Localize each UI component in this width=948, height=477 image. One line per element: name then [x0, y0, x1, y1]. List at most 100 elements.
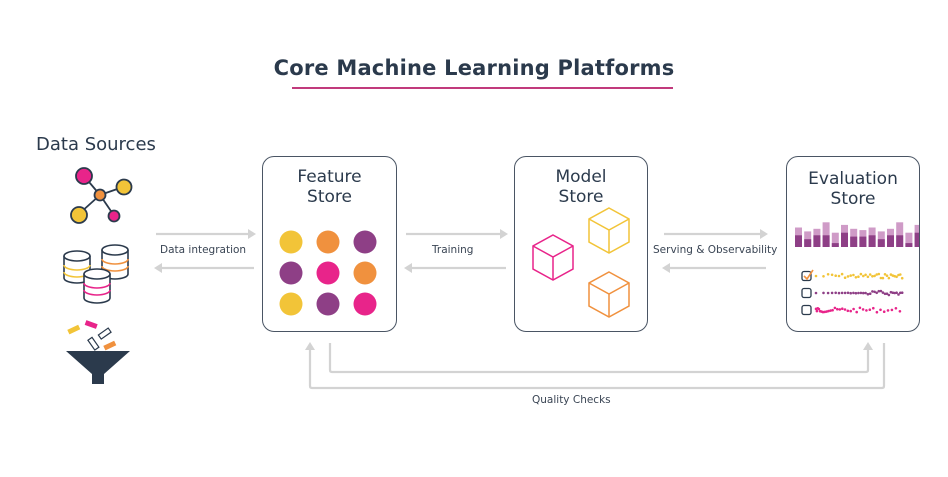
eval-bar-inner — [905, 243, 913, 248]
eval-scatter-dot — [864, 273, 868, 277]
feature-dot — [353, 261, 377, 285]
eval-bar-inner — [915, 233, 920, 248]
eval-scatter-dot — [887, 309, 890, 313]
checkmark-icon — [803, 269, 815, 281]
feature-dot — [353, 292, 377, 316]
eval-scatter-dot — [877, 290, 881, 293]
checkbox[interactable] — [801, 288, 813, 299]
eval-bar-inner — [850, 237, 858, 248]
eval-bar-inner — [823, 235, 831, 248]
feature-store-title-line1: Feature — [297, 167, 362, 187]
network-graph-icon — [70, 167, 133, 224]
model-store-title-line1: Model — [555, 167, 607, 187]
eval-scatter-dot — [849, 310, 853, 313]
quality-arrow-to-evaluation — [328, 342, 873, 374]
eval-scatter-dot — [822, 292, 826, 295]
eval-scatter-dot — [901, 291, 904, 295]
eval-scatter-dot — [879, 308, 883, 312]
eval-scatter-dot — [875, 273, 879, 277]
feature-dot — [279, 230, 303, 254]
eval-scatter-dot — [838, 275, 841, 278]
eval-scatter-dot — [852, 308, 856, 311]
eval-scatter-dot — [884, 273, 887, 277]
eval-scatter-dot — [852, 274, 856, 277]
eval-scatter-dot — [855, 311, 859, 314]
eval-bar-inner — [813, 235, 821, 248]
databases-icon — [63, 244, 129, 304]
eval-scatter-dot — [855, 292, 858, 295]
eval-scatter-dot — [872, 307, 876, 310]
eval-scatter-dot — [841, 307, 845, 311]
eval-scatter-dot — [862, 292, 866, 295]
eval-scatter-dot — [886, 292, 889, 296]
eval-scatter-dot — [847, 275, 850, 279]
eval-scatter-dot — [860, 273, 863, 276]
eval-scatter-dot — [867, 275, 870, 279]
eval-scatter-dot — [815, 275, 818, 278]
eval-bar — [905, 233, 913, 248]
eval-scatter-dot — [877, 273, 881, 276]
evaluation-store-title-line2: Store — [830, 189, 876, 209]
cube-icon — [588, 207, 631, 255]
eval-bar — [896, 222, 904, 248]
eval-scatter-dot — [815, 292, 818, 295]
eval-scatter-dot — [862, 275, 866, 278]
eval-scatter-dot — [899, 273, 903, 277]
eval-scatter-dot — [844, 308, 847, 312]
eval-scatter-dot — [860, 292, 863, 295]
checkbox[interactable] — [801, 305, 813, 316]
edge-label-training: Training — [432, 244, 474, 256]
evaluation-visuals — [795, 222, 920, 316]
evaluation-store-box[interactable]: Evaluation Store — [786, 156, 920, 332]
eval-scatter-dot — [827, 273, 830, 277]
title-underline — [292, 87, 673, 89]
feature-store-box[interactable]: Feature Store — [262, 156, 397, 332]
eval-scatter-dot — [875, 291, 879, 295]
eval-scatter-dot — [859, 306, 862, 310]
feature-dot — [353, 230, 377, 254]
eval-scatter-dot — [867, 293, 870, 296]
model-store-box[interactable]: Model Store — [514, 156, 648, 332]
eval-bar — [832, 233, 840, 248]
checkbox-checked[interactable] — [801, 271, 813, 282]
model-cubes — [532, 207, 631, 319]
eval-scatter-dot — [869, 273, 872, 277]
eval-scatter-dot — [895, 275, 899, 279]
eval-scatter-dot — [846, 309, 850, 313]
eval-bar-inner — [887, 235, 895, 248]
eval-scatter-dot — [869, 292, 872, 296]
eval-scatter-dot — [816, 310, 819, 313]
eval-scatter-dot — [834, 291, 838, 295]
eval-bar-inner — [859, 237, 867, 248]
eval-scatter-dot — [883, 310, 886, 314]
eval-scatter-dot — [901, 277, 904, 280]
eval-scatter-dot — [873, 275, 877, 278]
eval-scatter-dot — [873, 290, 877, 294]
eval-bar-inner — [878, 239, 886, 248]
feature-dots-grid — [279, 230, 377, 316]
eval-scatter-dot — [868, 308, 872, 312]
eval-scatter-dot — [844, 292, 847, 295]
eval-scatter-dot — [886, 274, 889, 278]
eval-bar-inner — [832, 243, 840, 248]
eval-scatter-dot — [880, 277, 883, 280]
edge-label-quality-checks: Quality Checks — [532, 394, 611, 406]
feature-dot — [316, 230, 340, 254]
eval-scatter-dot — [862, 308, 865, 312]
eval-scatter-dot — [871, 290, 875, 294]
eval-bar-inner — [841, 233, 849, 248]
eval-scatter-dot — [852, 292, 856, 295]
eval-scatter-dot — [847, 291, 850, 295]
cube-icon — [532, 234, 575, 282]
eval-scatter-dot — [829, 309, 833, 313]
evaluation-store-title-line1: Evaluation — [808, 169, 898, 189]
quality-arrow-to-feature — [305, 342, 886, 390]
eval-scatter-dot — [841, 273, 844, 276]
eval-scatter-dot — [871, 275, 875, 279]
feature-dot — [279, 261, 303, 285]
model-store-title-line2: Store — [558, 187, 604, 207]
eval-scatter-dot — [857, 292, 861, 295]
data-sources-label: Data Sources — [36, 134, 156, 155]
eval-bar — [823, 222, 831, 248]
